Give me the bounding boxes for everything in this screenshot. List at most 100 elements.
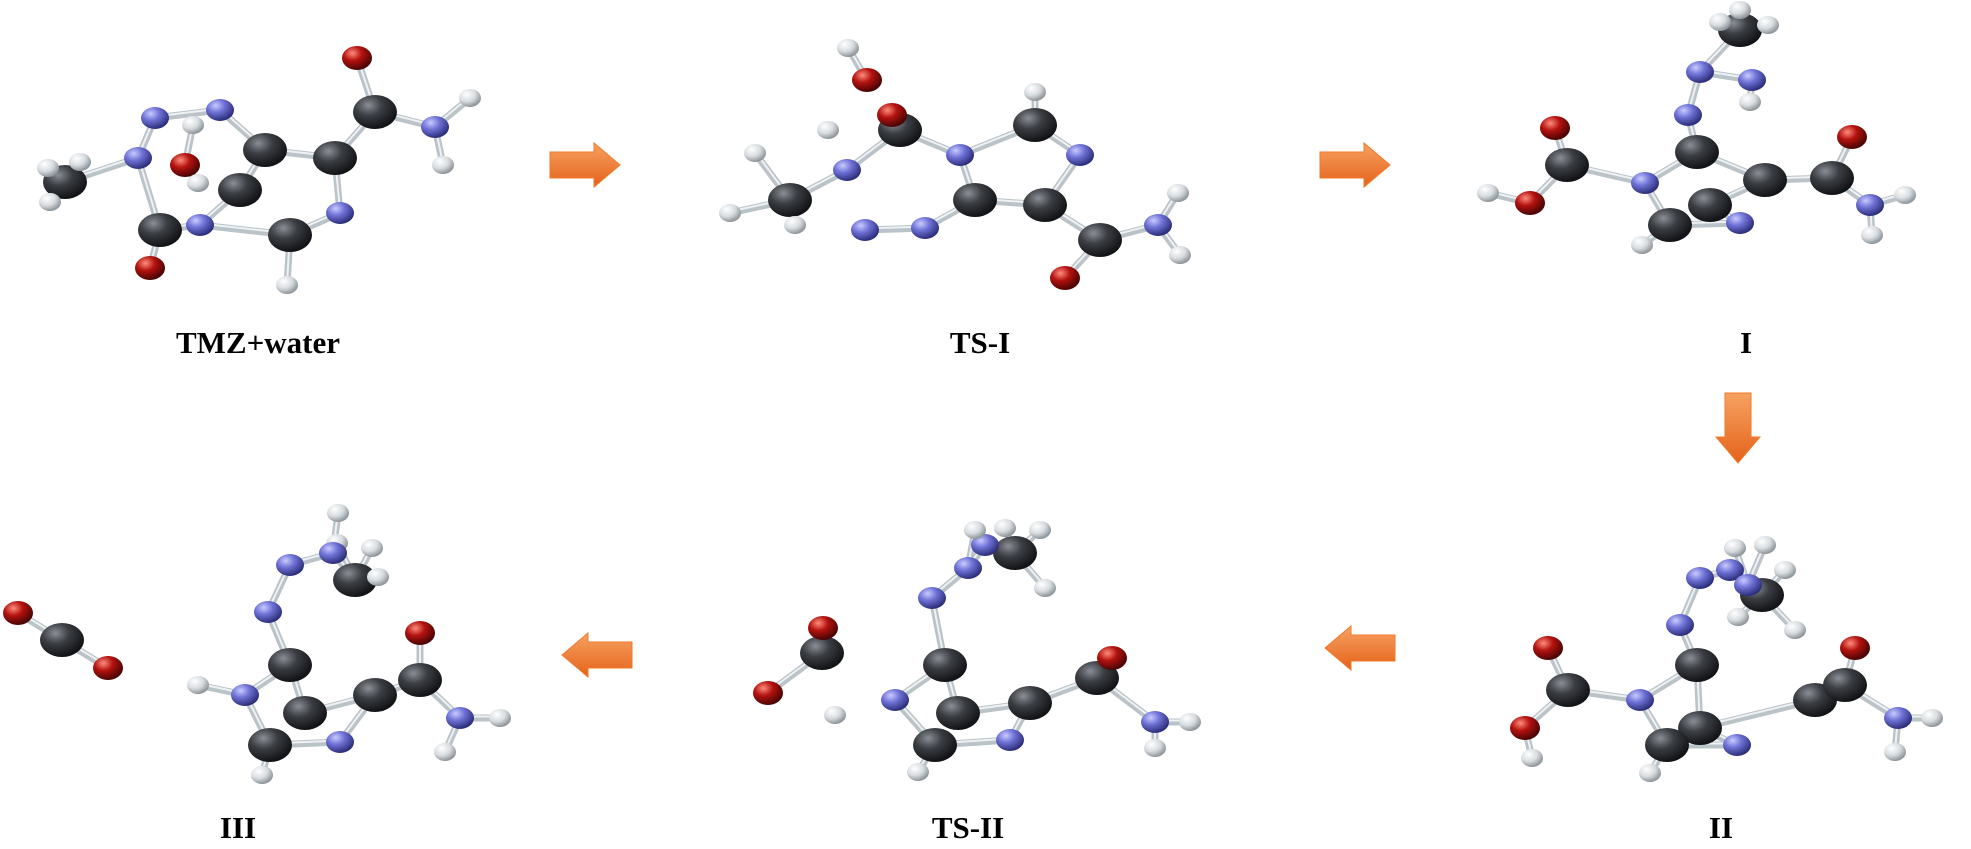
- carbon-atom: [1008, 686, 1052, 720]
- carbon-atom: [1078, 223, 1122, 257]
- nitrogen-atom: [1631, 172, 1659, 194]
- oxygen-atom: [1515, 191, 1545, 215]
- oxygen-atom: [342, 46, 372, 70]
- oxygen-atom: [1510, 716, 1540, 740]
- carbon-atom: [1823, 668, 1867, 702]
- carbon-atom: [936, 696, 980, 730]
- nitrogen-atom: [1726, 212, 1754, 234]
- hydrogen-atom: [994, 519, 1016, 537]
- nitrogen-atom: [1066, 144, 1094, 166]
- label-tmz-water: TMZ+water: [175, 325, 341, 360]
- carbon-atom: [913, 728, 957, 762]
- label-intermediate-ii: II: [1708, 810, 1734, 845]
- oxygen-atom: [405, 621, 435, 645]
- nitrogen-atom: [1686, 61, 1714, 83]
- nitrogen-atom: [326, 202, 354, 224]
- carbon-atom: [333, 563, 377, 597]
- hydrogen-atom: [1709, 13, 1731, 31]
- nitrogen-atom: [421, 116, 449, 138]
- hydrogen-atom: [1754, 536, 1776, 554]
- carbon-atom: [953, 183, 997, 217]
- carbon-atom: [398, 663, 442, 697]
- oxygen-atom: [808, 616, 838, 640]
- nitrogen-atom: [1141, 711, 1169, 733]
- label-ts-ii: TS-II: [931, 810, 1005, 845]
- hydrogen-atom: [1144, 739, 1166, 757]
- carbon-atom: [1013, 108, 1057, 142]
- nitrogen-atom: [954, 557, 982, 579]
- hydrogen-atom: [1884, 743, 1906, 761]
- hydrogen-atom: [1169, 246, 1191, 264]
- arrow-ii-to-ts-ii: [1324, 624, 1396, 672]
- carbon-atom: [218, 173, 262, 207]
- arrow-ts-ii-to-iii: [561, 631, 633, 679]
- hydrogen-atom: [1024, 83, 1046, 101]
- nitrogen-atom: [881, 689, 909, 711]
- hydrogen-atom: [367, 568, 389, 586]
- carbon-atom: [800, 636, 844, 670]
- hydrogen-atom: [182, 116, 204, 134]
- carbon-atom: [923, 648, 967, 682]
- nitrogen-atom: [918, 587, 946, 609]
- hydrogen-atom: [459, 89, 481, 107]
- nitrogen-atom: [851, 219, 879, 241]
- nitrogen-atom: [1686, 567, 1714, 589]
- hydrogen-atom: [1729, 1, 1751, 19]
- hydrogen-atom: [1477, 184, 1499, 202]
- nitrogen-atom: [1626, 689, 1654, 711]
- hydrogen-atom: [276, 276, 298, 294]
- hydrogen-atom: [361, 539, 383, 557]
- carbon-atom: [1648, 208, 1692, 242]
- nitrogen-atom: [326, 731, 354, 753]
- nitrogen-atom: [141, 107, 169, 129]
- hydrogen-atom: [1784, 621, 1806, 639]
- hydrogen-atom: [1757, 16, 1779, 34]
- carbon-atom: [1675, 135, 1719, 169]
- carbon-atom: [243, 133, 287, 167]
- oxygen-atom: [93, 656, 123, 680]
- hydrogen-atom: [1727, 608, 1749, 626]
- label-intermediate-iii: III: [219, 810, 257, 845]
- oxygen-atom: [1533, 636, 1563, 660]
- oxygen-atom: [135, 256, 165, 280]
- oxygen-atom: [1097, 646, 1127, 670]
- hydrogen-atom: [187, 676, 209, 694]
- nitrogen-atom: [1856, 194, 1884, 216]
- nitrogen-atom: [1716, 559, 1744, 581]
- hydrogen-atom: [1167, 184, 1189, 202]
- hydrogen-atom: [1034, 579, 1056, 597]
- hydrogen-atom: [489, 709, 511, 727]
- carbon-atom: [268, 648, 312, 682]
- hydrogen-atom: [69, 153, 91, 171]
- nitrogen-atom: [206, 99, 234, 121]
- molecule-tmz-water: [37, 46, 481, 294]
- hydrogen-atom: [1861, 226, 1883, 244]
- carbon-atom: [1023, 188, 1067, 222]
- hydrogen-atom: [251, 766, 273, 784]
- nitrogen-atom: [971, 534, 999, 556]
- nitrogen-atom: [1723, 734, 1751, 756]
- oxygen-atom: [170, 153, 200, 177]
- hydrogen-atom: [37, 159, 59, 177]
- hydrogen-atom: [1894, 186, 1916, 204]
- hydrogen-atom: [824, 706, 846, 724]
- carbon-atom: [993, 536, 1037, 570]
- molecule-int-i: [1477, 1, 1916, 254]
- hydrogen-atom: [837, 39, 859, 57]
- molecule-int-ii: [1510, 536, 1943, 782]
- hydrogen-atom: [1521, 749, 1543, 767]
- carbon-atom: [1546, 673, 1590, 707]
- carbon-atom: [248, 728, 292, 762]
- carbon-atom: [1678, 711, 1722, 745]
- label-intermediate-i: I: [1739, 325, 1753, 360]
- carbon-atom: [1645, 728, 1689, 762]
- nitrogen-atom: [1734, 574, 1762, 596]
- hydrogen-atom: [1921, 709, 1943, 727]
- label-ts-i: TS-I: [949, 325, 1011, 360]
- nitrogen-atom: [996, 729, 1024, 751]
- nitrogen-atom: [911, 217, 939, 239]
- carbon-atom: [353, 95, 397, 129]
- oxygen-atom: [1840, 636, 1870, 660]
- arrow-i-to-ii: [1714, 392, 1762, 464]
- hydrogen-atom: [1724, 539, 1746, 557]
